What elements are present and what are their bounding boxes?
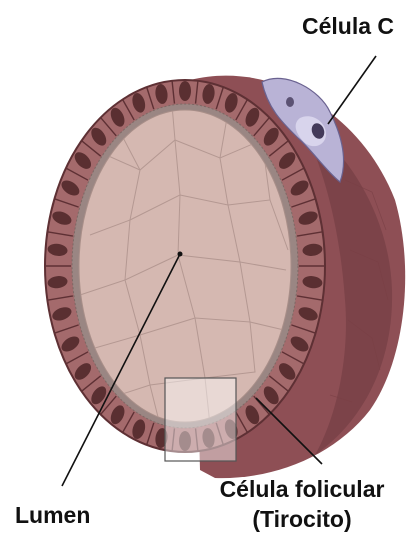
c-cell-leader-line [328, 56, 376, 124]
follicular-cell-highlight-box [165, 378, 236, 461]
lumen-label: Lumen [15, 502, 90, 528]
follicular-cell-label: Célula folicular [220, 476, 385, 502]
cell-nucleus [179, 81, 191, 101]
c-cell-label: Célula C [302, 13, 394, 39]
follicular-cell-sublabel: (Tirocito) [252, 506, 351, 532]
